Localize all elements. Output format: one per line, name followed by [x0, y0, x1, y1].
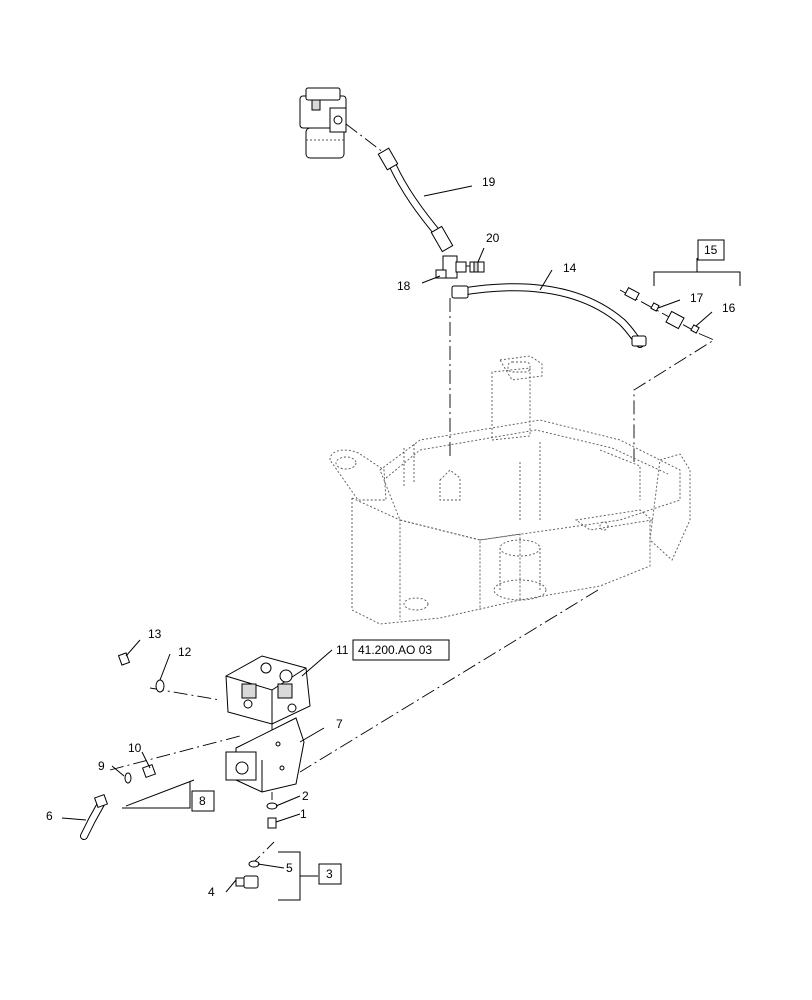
callout-8: 8: [199, 794, 206, 808]
callout-2: 2: [302, 789, 309, 803]
callout-3: 3: [326, 867, 333, 881]
callout-box-3: [318, 863, 342, 885]
callout-15: 15: [704, 243, 718, 257]
callout-12: 12: [178, 645, 192, 659]
callout-17: 17: [690, 291, 704, 305]
callout-1: 1: [300, 807, 307, 821]
tee-fitting-18: [435, 255, 467, 279]
valve-block-11: [225, 655, 311, 725]
callout-14: 14: [563, 261, 577, 275]
filter-assembly: [299, 87, 347, 159]
callout-18: 18: [397, 279, 411, 293]
callout-20: 20: [486, 231, 500, 245]
callout-19: 19: [482, 175, 496, 189]
bracket-7: [225, 717, 305, 793]
tube-6: [80, 793, 109, 840]
adapter-20: [469, 261, 485, 273]
reference-link[interactable]: 41.200.AO 03: [358, 643, 432, 657]
hose-14: [451, 283, 647, 348]
reference-box[interactable]: [352, 639, 450, 661]
callout-5: 5: [286, 861, 293, 875]
callout-box-8: [191, 790, 215, 812]
callout-13: 13: [148, 627, 162, 641]
nut-5: [248, 860, 260, 868]
callout-7: 7: [336, 717, 343, 731]
machine-frame: [329, 355, 691, 625]
hose-19: [377, 147, 454, 253]
oring-9: [124, 772, 132, 784]
callout-16: 16: [722, 301, 736, 315]
bolt-13: [117, 652, 131, 666]
callout-box-15: [697, 239, 725, 261]
bolt-1: [267, 817, 277, 829]
fitting-group-15: [619, 258, 741, 335]
callout-4: 4: [208, 885, 215, 899]
washer-2: [266, 802, 278, 810]
callout-10: 10: [128, 741, 142, 755]
fitting-10: [141, 763, 157, 779]
callout-6: 6: [46, 809, 53, 823]
callout-9: 9: [98, 759, 105, 773]
callout-11: 11: [336, 643, 349, 657]
fitting-4: [235, 875, 259, 889]
washer-12: [155, 679, 165, 693]
